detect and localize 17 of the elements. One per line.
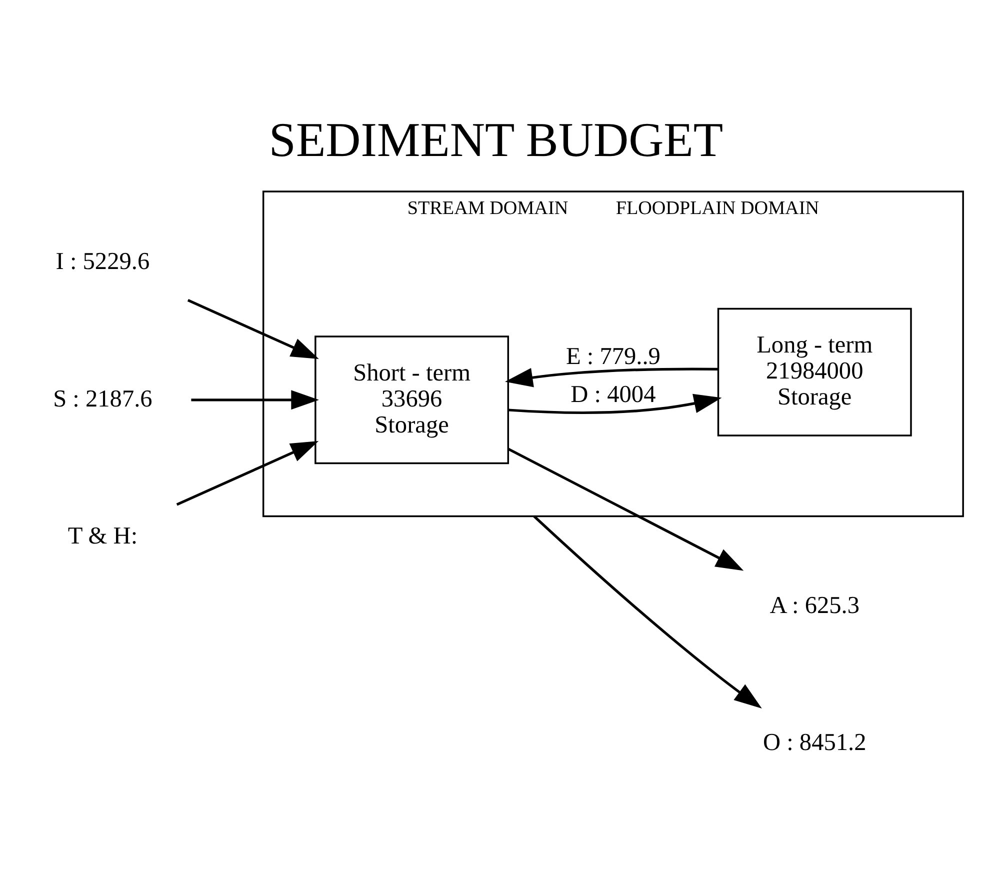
node-box: Short - term 33696 Storage — [314, 335, 510, 464]
arrow — [533, 514, 762, 708]
node-text: T & H: — [68, 522, 138, 550]
node-box: Long - term 21984000 Storage — [717, 307, 912, 436]
edge-label: E : 779..9 — [566, 342, 660, 370]
node-text: A : 625.3 — [770, 591, 860, 618]
arrow — [176, 440, 319, 506]
node-text: O : 8451.2 — [762, 728, 866, 756]
node-text: S : 2187.6 — [53, 384, 152, 412]
arrow — [504, 367, 718, 387]
arrow — [191, 390, 319, 410]
arrow — [187, 298, 319, 358]
node-text: I : 5229.6 — [56, 248, 150, 275]
arrow — [508, 447, 744, 570]
diagram-title: SEDIMENT BUDGET — [268, 112, 724, 166]
edge-label: D : 4004 — [570, 380, 656, 408]
arrow — [508, 393, 722, 414]
